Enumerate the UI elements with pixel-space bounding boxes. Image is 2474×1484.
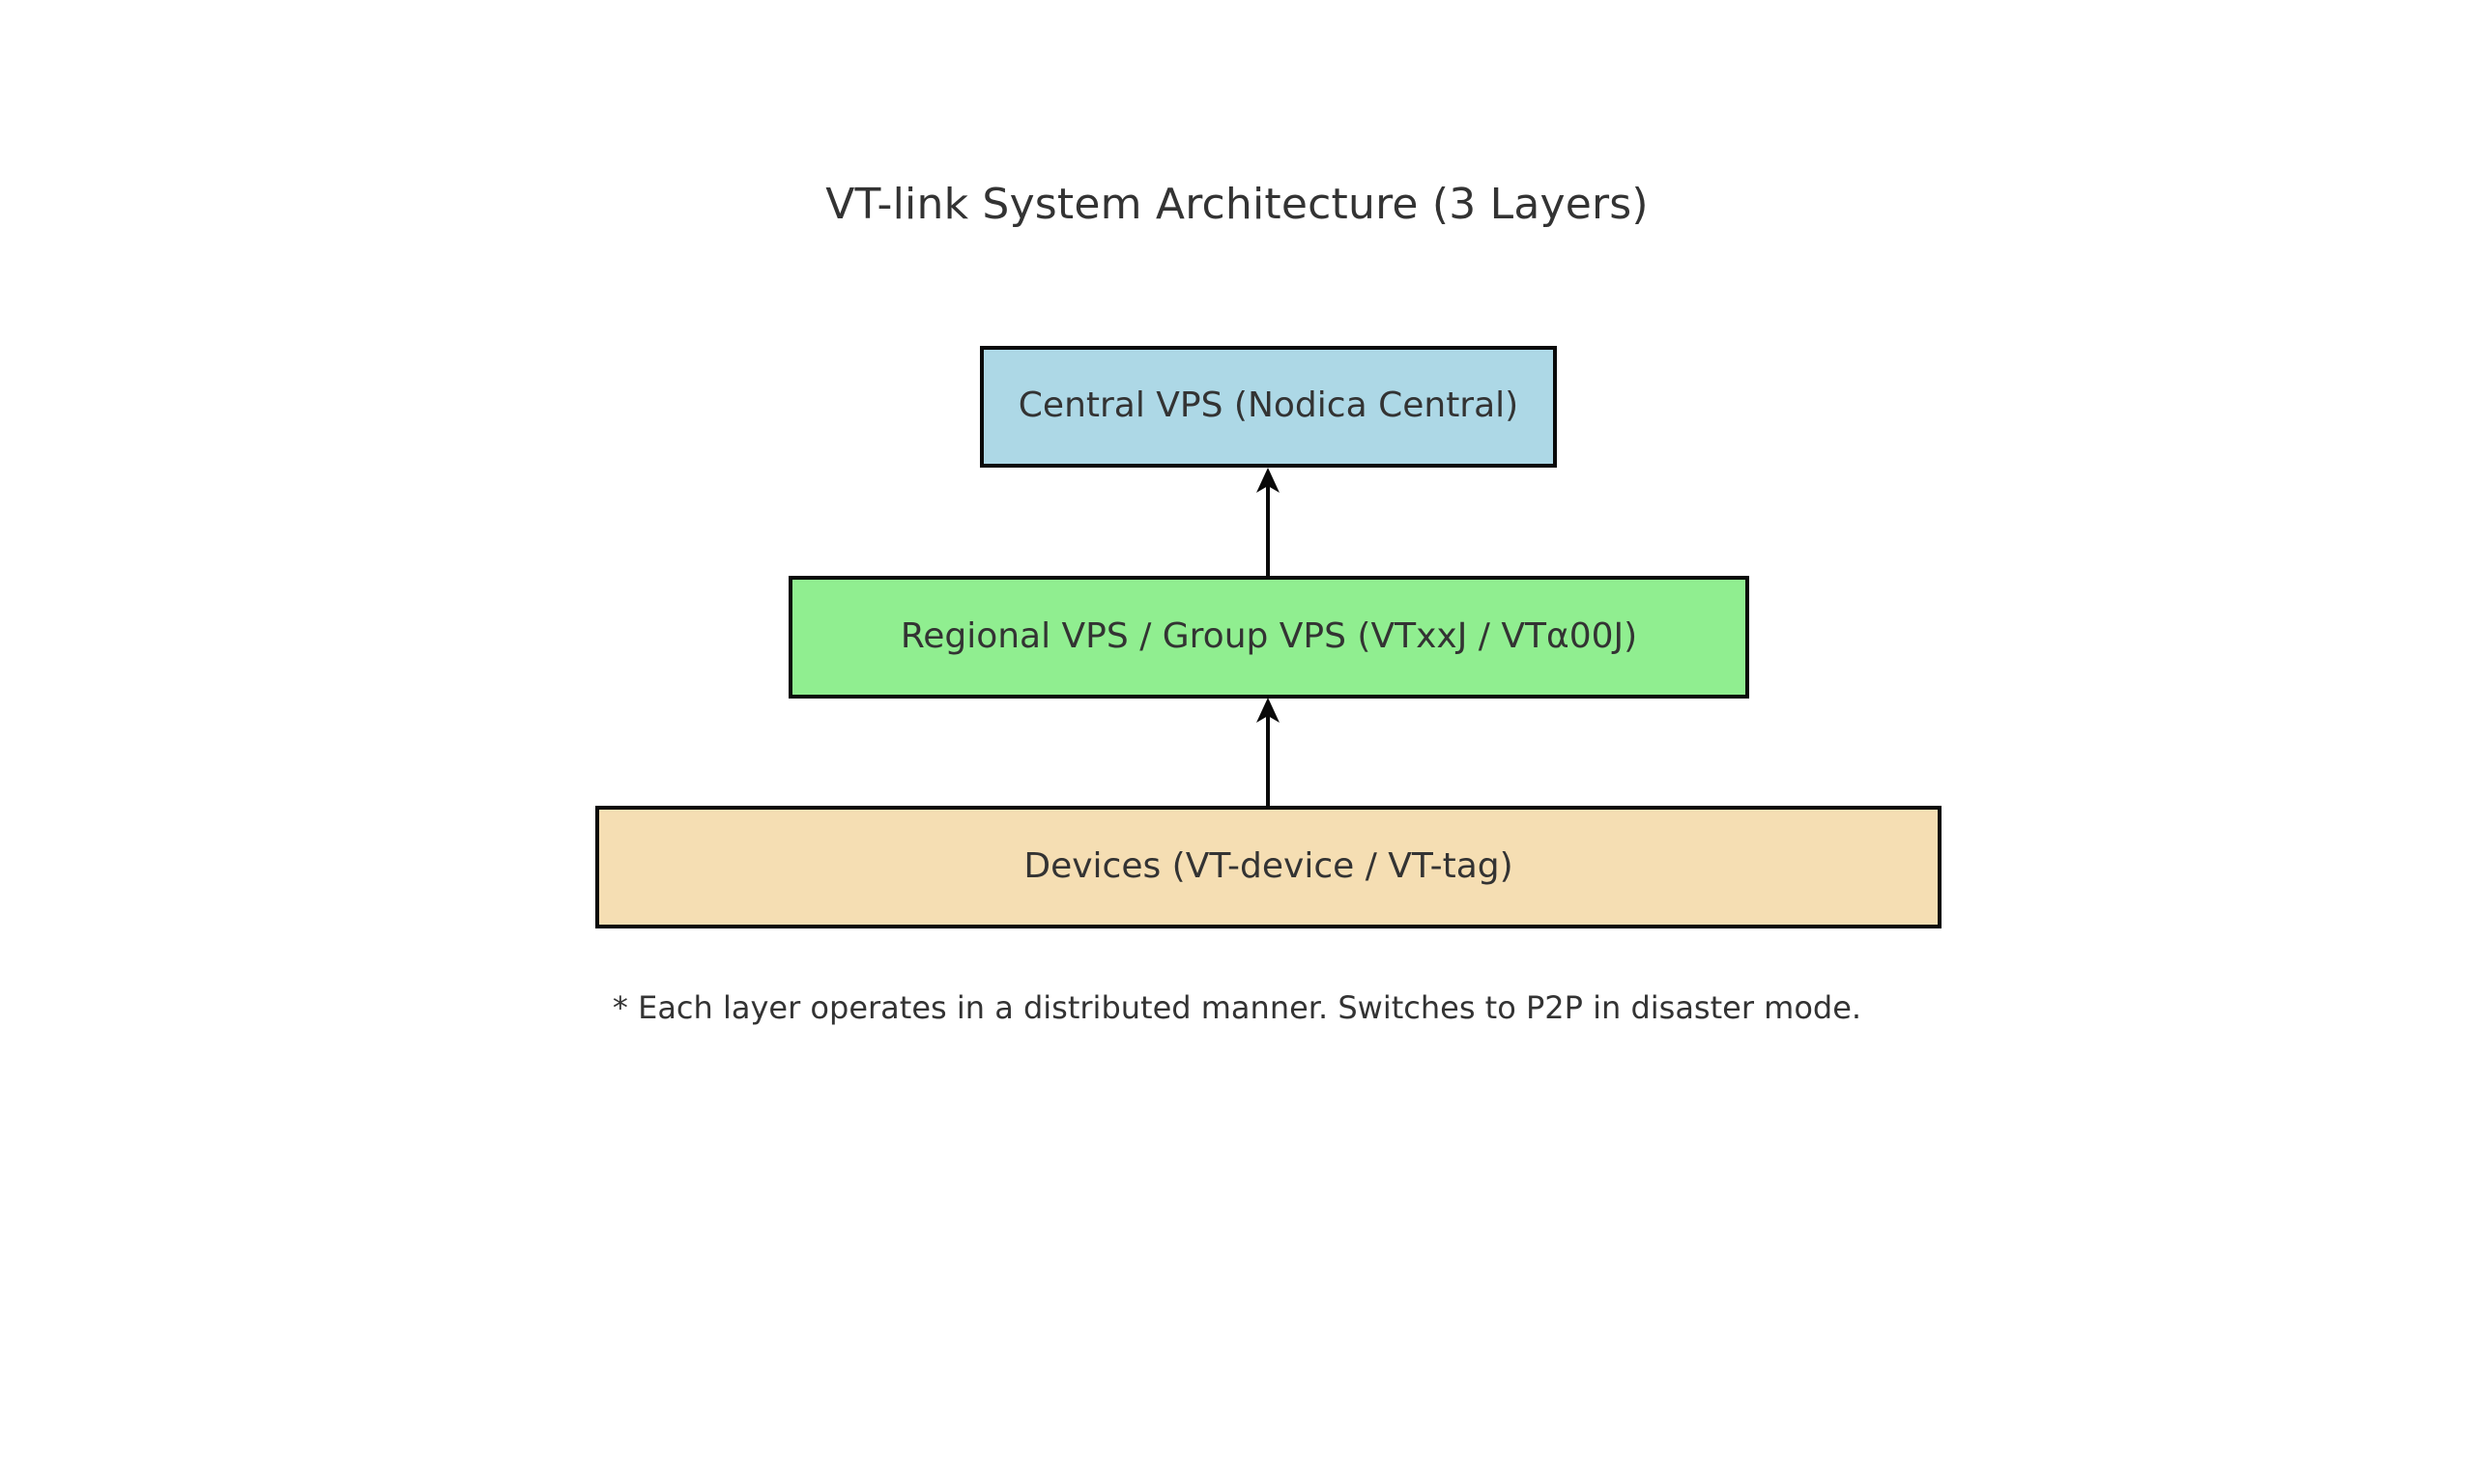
layer-label-devices: Devices (VT-device / VT-tag)	[1023, 845, 1513, 886]
layer-label-central: Central VPS (Nodica Central)	[1018, 385, 1519, 425]
page-title: VT-link System Architecture (3 Layers)	[825, 180, 1649, 229]
diagram-footnote: * Each layer operates in a distributed m…	[612, 989, 1862, 1026]
arrow-head-icon	[1256, 468, 1280, 493]
layer-box-regional: Regional VPS / Group VPS (VTxxJ / VTα00J…	[789, 576, 1749, 699]
layer-label-regional: Regional VPS / Group VPS (VTxxJ / VTα00J…	[900, 615, 1638, 656]
arrow-devices-to-regional	[1256, 698, 1280, 807]
layer-box-central: Central VPS (Nodica Central)	[980, 346, 1557, 468]
arrow-head-icon	[1256, 698, 1280, 723]
arrow-regional-to-central	[1256, 468, 1280, 577]
layer-box-devices: Devices (VT-device / VT-tag)	[595, 806, 1942, 928]
